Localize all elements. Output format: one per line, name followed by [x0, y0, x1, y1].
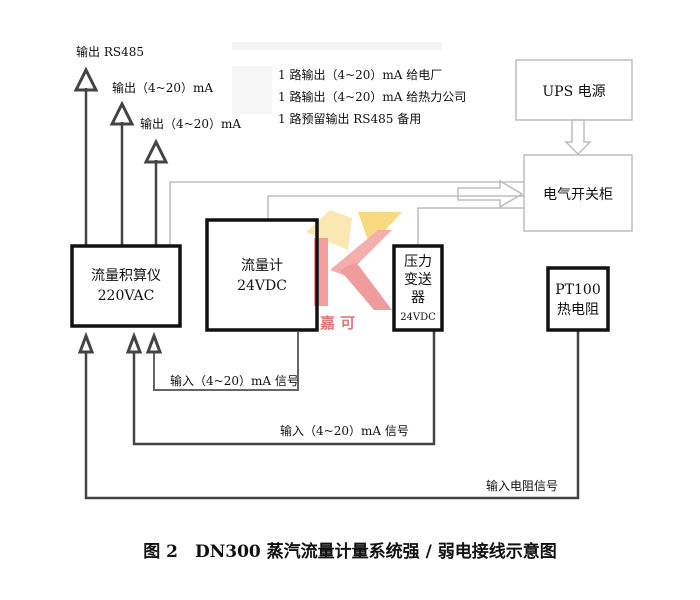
resistance-signal-label: 输入电阻信号 — [486, 478, 558, 493]
cabinet-to-totalizer-line — [169, 181, 524, 246]
flow-totalizer-box — [70, 244, 182, 328]
flowmeter-signal-wire — [153, 332, 299, 391]
electrical-cabinet-label: 电气开关柜 — [543, 187, 613, 203]
pt100-name: PT100 — [555, 282, 600, 298]
pressure-transmitter-line-2: 变送 — [404, 272, 432, 288]
flow-totalizer-name: 流量积算仪 — [91, 268, 161, 284]
pressure-input-arrow — [125, 331, 143, 354]
pressure-transmitter-line-1: 压力 — [404, 254, 432, 270]
ma-output-2-arrow — [143, 138, 169, 164]
cabinet-to-flowmeter-line — [267, 195, 524, 220]
flow-meter-voltage: 24VDC — [237, 278, 287, 294]
ups-to-cabinet-arrow — [564, 119, 592, 156]
flowmeter-signal-label: 输入（4~20）mA 信号 — [170, 373, 299, 388]
note-line-3: 1 路预留输出 RS485 备用 — [278, 111, 421, 126]
pressure-signal-label: 输入（4~20）mA 信号 — [280, 423, 409, 438]
resistance-signal-wire — [84, 330, 580, 500]
pressure-signal-wire — [132, 330, 436, 446]
figure-caption: 图 2 DN300 蒸汽流量计量系统强 / 弱电接线示意图 — [143, 541, 556, 562]
pt100-type: 热电阻 — [557, 302, 599, 318]
scan-artifact — [232, 42, 442, 50]
pt100-resistor-box — [546, 266, 610, 332]
ups-power-label: UPS 电源 — [542, 84, 605, 100]
watermark-logo: 嘉 可 — [306, 210, 402, 332]
rs485-output-arrow — [73, 66, 99, 92]
ma-output-1-arrow — [109, 100, 135, 126]
pressure-transmitter-box — [392, 244, 444, 332]
cabinet-input-arrow — [457, 179, 524, 209]
cabinet-to-pressure-line — [417, 207, 524, 246]
flow-totalizer-voltage: 220VAC — [98, 288, 155, 304]
signal-wires — [77, 330, 580, 500]
flowmeter-input-arrow — [145, 331, 163, 354]
pressure-transmitter-line-3: 器 — [411, 290, 425, 306]
ma-output-2-label: 输出（4~20）mA — [140, 116, 241, 131]
note-line-2: 1 路输出（4~20）mA 给热力公司 — [278, 89, 466, 104]
ma-output-1-label: 输出（4~20）mA — [112, 80, 213, 95]
resistance-input-arrow — [77, 331, 95, 354]
output-arrows — [73, 66, 169, 246]
scan-artifact — [232, 66, 272, 114]
power-lines — [169, 59, 633, 246]
pressure-transmitter-voltage: 24VDC — [400, 312, 436, 323]
flow-meter-name: 流量计 — [241, 258, 283, 274]
note-line-1: 1 路输出（4~20）mA 给电厂 — [278, 67, 442, 82]
watermark-text: 嘉 可 — [319, 314, 355, 332]
flow-meter-box — [205, 218, 319, 332]
rs485-output-label: 输出 RS485 — [76, 44, 144, 59]
